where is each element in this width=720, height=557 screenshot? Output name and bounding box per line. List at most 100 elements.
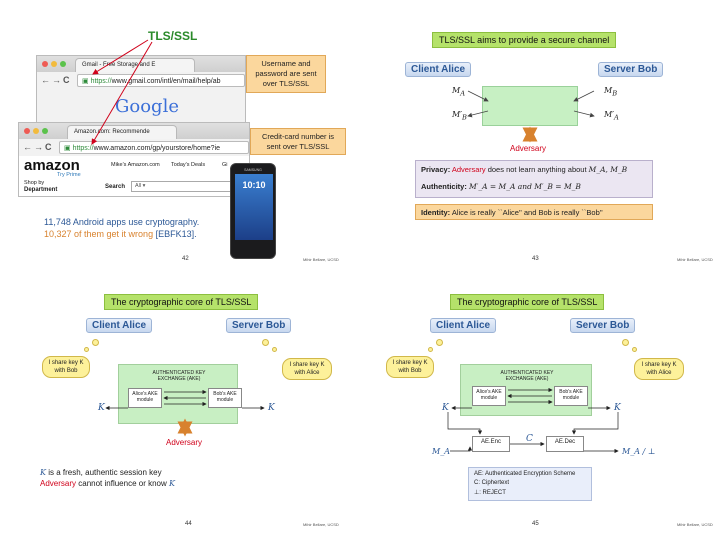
slide-43: TLS/SSL aims to provide a secure channel…: [360, 0, 720, 278]
tls-arrows: [91, 39, 153, 145]
note-adversary: Adversary: [40, 479, 77, 488]
server-bob-label: Server Bob: [226, 318, 292, 333]
amazon-browser-window: Amazon.com: Recommende ← → C ▣ https://w…: [18, 122, 250, 197]
message-out: M_A / ⊥: [622, 447, 656, 456]
thought-dot: [272, 347, 277, 352]
url-path: www.amazon.com/gp/yourstore/home?ie: [93, 145, 221, 152]
legend-ciphertext: C: Ciphertext: [474, 480, 510, 487]
url-path: www.gmail.com/intl/en/mail/help/ab: [111, 78, 221, 85]
ae-enc-box: AE.Enc: [472, 436, 510, 452]
nav-mikes-amazon[interactable]: Mike's Amazon.com: [111, 162, 160, 168]
note-key: K: [168, 479, 175, 488]
footer: Mihir Bellare, UCSD: [303, 257, 339, 262]
page-number: 45: [532, 521, 539, 527]
back-icon[interactable]: ←: [23, 142, 32, 152]
google-logo: Google: [115, 96, 179, 117]
m-a-label: MA: [452, 86, 466, 98]
close-window-icon[interactable]: [24, 128, 30, 134]
tab-amazon[interactable]: Amazon.com: Recommende: [67, 125, 177, 139]
note-line-1: K is a fresh, authentic session key: [40, 468, 162, 477]
adversary-label: Adversary: [510, 144, 547, 153]
ake-title: AUTHENTICATED KEY EXCHANGE (AKE): [500, 370, 554, 383]
forward-icon[interactable]: →: [52, 75, 61, 85]
legend-reject: ⊥: REJECT: [474, 489, 506, 496]
nav-gift[interactable]: Gi: [222, 162, 228, 168]
legend-box: AE: Authenticated Encryption Scheme C: C…: [468, 467, 592, 501]
authenticity-label: Authenticity:: [421, 182, 467, 191]
phone-image: SAMSUNG 10:10: [230, 163, 276, 259]
thought-dot: [622, 339, 629, 346]
slide-title: TLS/SSL aims to provide a secure channel: [432, 32, 617, 48]
phone-brand: SAMSUNG: [244, 168, 262, 172]
android-stat: 11,748 Android apps use cryptography.: [44, 217, 200, 227]
url-https: https://: [72, 145, 94, 152]
ake-arrows: [105, 389, 265, 437]
page-number: 44: [185, 521, 192, 527]
client-alice-label: Client Alice: [430, 318, 497, 333]
amazon-address-bar[interactable]: ▣ https://www.amazon.com/gp/yourstore/ho…: [59, 141, 249, 154]
client-alice-label: Client Alice: [405, 62, 472, 77]
ae-arrows: [447, 387, 619, 454]
dropdown-value: All: [135, 183, 142, 189]
back-icon[interactable]: ←: [41, 75, 50, 85]
forward-icon[interactable]: →: [34, 142, 43, 152]
alice-thought-bubble: I share key K with Bob: [386, 356, 434, 378]
key-right: K: [268, 403, 275, 413]
note-line-2: Adversary cannot influence or know K: [40, 479, 175, 488]
ae-dec-box: AE.Dec: [546, 436, 584, 452]
shop-by-label[interactable]: Shop by: [24, 180, 45, 186]
privacy-authenticity-box: Privacy: Adversary does not learn anythi…: [415, 160, 653, 198]
privacy-text: does not learn anything about: [487, 165, 587, 174]
slide-title: The cryptographic core of TLS/SSL: [104, 294, 259, 310]
wrong-stat: 10,327 of them get it wrong: [44, 229, 154, 239]
bob-thought-bubble: I share key K with Alice: [282, 358, 332, 380]
credit-card-note: Credit-card number is sent over TLS/SSL: [250, 128, 346, 155]
bob-ake-module: Bob's AKE module: [208, 388, 242, 408]
note-text: is a fresh, authentic session key: [48, 468, 162, 477]
close-window-icon[interactable]: [42, 61, 48, 67]
ake-title: AUTHENTICATED KEY EXCHANGE (AKE): [152, 370, 206, 383]
zoom-window-icon[interactable]: [60, 61, 66, 67]
thought-dot: [84, 347, 89, 352]
client-alice-label: Client Alice: [86, 318, 153, 333]
bob-ake-module: Bob's AKE module: [554, 386, 588, 406]
slide-44: The cryptographic core of TLS/SSL Client…: [0, 279, 360, 557]
padlock-icon: ▣: [82, 78, 91, 85]
zoom-window-icon[interactable]: [42, 128, 48, 134]
amazon-logo: amazon: [24, 157, 80, 174]
key-left: K: [442, 403, 449, 413]
gmail-address-bar[interactable]: ▣ https://www.gmail.com/intl/en/mail/hel…: [77, 74, 245, 87]
wrong-stat-line: 10,327 of them get it wrong [EBFK13].: [44, 229, 197, 239]
page-number: 42: [182, 256, 189, 262]
alice-thought-bubble: I share key K with Bob: [42, 356, 90, 378]
slide-45: The cryptographic core of TLS/SSL Client…: [360, 279, 720, 557]
try-prime[interactable]: Try Prime: [57, 172, 81, 178]
tab-gmail[interactable]: Gmail - Free Storage and E: [75, 58, 195, 72]
bob-thought-bubble: I share key K with Alice: [634, 358, 684, 380]
minimize-window-icon[interactable]: [51, 61, 57, 67]
server-bob-label: Server Bob: [570, 318, 636, 333]
authenticity-line: Authenticity: M′_A = M_A and M′_B = M_B: [421, 182, 647, 191]
citation: [EBFK13].: [155, 229, 197, 239]
department-label[interactable]: Department: [24, 187, 58, 193]
message-in: M_A: [432, 447, 450, 456]
key-left: K: [98, 403, 105, 413]
nav-todays-deals[interactable]: Today's Deals: [171, 162, 206, 168]
authenticity-math: M′_A = M_A and M′_B = M_B: [468, 182, 581, 191]
thought-dot: [632, 347, 637, 352]
reload-icon[interactable]: C: [45, 142, 52, 152]
thought-dot: [428, 347, 433, 352]
privacy-line: Privacy: Adversary does not learn anythi…: [421, 165, 647, 174]
minimize-window-icon[interactable]: [33, 128, 39, 134]
tls-ssl-label: TLS/SSL: [148, 29, 198, 43]
reload-icon[interactable]: C: [63, 75, 70, 85]
phone-clock: 10:10: [242, 180, 266, 190]
footer: Mihir Bellare, UCSD: [677, 257, 713, 262]
m-b-label: MB: [604, 86, 618, 98]
phone-screen: 10:10: [235, 174, 273, 240]
url-https: https://: [90, 78, 112, 85]
thought-dot: [436, 339, 443, 346]
legend-ae: AE: Authenticated Encryption Scheme: [474, 471, 576, 477]
note-text: cannot influence or know: [78, 479, 167, 488]
ciphertext-symbol: C: [526, 434, 533, 444]
